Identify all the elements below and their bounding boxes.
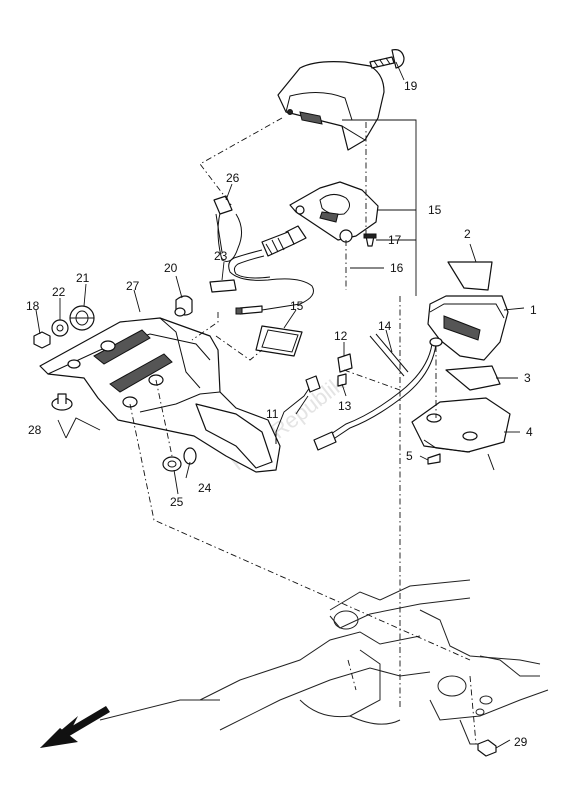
callout-12: 12	[334, 329, 348, 343]
callout-13: 13	[338, 399, 352, 413]
nut-18	[33, 331, 51, 349]
callout-24: 24	[198, 481, 212, 495]
callout-21: 21	[76, 271, 90, 285]
taillight-unit-1	[427, 295, 509, 361]
reflector-2	[447, 261, 493, 291]
assembly-lines	[129, 117, 477, 745]
grommet-20	[174, 295, 193, 317]
callout-28: 28	[28, 423, 42, 437]
cover-4	[411, 397, 511, 453]
washer-24	[183, 447, 197, 465]
callout-23: 23	[214, 249, 228, 263]
lamp-socket-bracket	[289, 181, 379, 243]
screw-17	[363, 233, 377, 247]
callout-4: 4	[526, 425, 533, 439]
callout-26: 26	[226, 171, 240, 185]
screw-5	[427, 453, 441, 465]
callout-25: 25	[170, 495, 184, 509]
callout-2: 2	[464, 227, 471, 241]
plate-23	[209, 279, 237, 293]
callout-16: 16	[390, 261, 404, 275]
callout-15-lower: 15	[290, 299, 304, 313]
grommet-21	[69, 305, 95, 331]
small-mark	[487, 453, 495, 471]
cable-tie-14	[369, 333, 409, 377]
front-direction-arrow-icon	[40, 706, 110, 748]
callout-19: 19	[404, 79, 418, 93]
callout-22: 22	[52, 285, 66, 299]
bolt-28	[51, 393, 73, 411]
callout-5: 5	[406, 449, 413, 463]
clamp-12	[337, 353, 353, 373]
wire-lead-11	[275, 375, 321, 444]
callout-29: 29	[514, 735, 528, 749]
seal-3	[445, 365, 501, 391]
leader-lines	[35, 61, 525, 749]
callout-20: 20	[164, 261, 178, 275]
frame-section	[99, 579, 549, 745]
nut-29	[477, 739, 497, 757]
collar-22	[51, 319, 69, 337]
screw-19	[369, 49, 405, 69]
clip-13	[337, 373, 347, 387]
bracket-lines	[57, 119, 417, 439]
license-light-lens	[255, 325, 303, 357]
tail-light-housing	[277, 61, 385, 151]
callout-15-upper: 15	[428, 203, 442, 217]
callout-1: 1	[530, 303, 537, 317]
callout-labels: 1 2 3 4 5 11 12 13 14 15 15 16 17 18 19 …	[26, 79, 537, 749]
callout-27: 27	[126, 279, 140, 293]
rear-fender-bracket	[39, 317, 281, 473]
callout-3: 3	[524, 371, 531, 385]
callout-14: 14	[378, 319, 392, 333]
callout-18: 18	[26, 299, 40, 313]
callout-11: 11	[266, 407, 279, 421]
bulb-socket-wire	[228, 225, 314, 315]
callout-17: 17	[388, 233, 402, 247]
collar-25	[162, 456, 182, 472]
